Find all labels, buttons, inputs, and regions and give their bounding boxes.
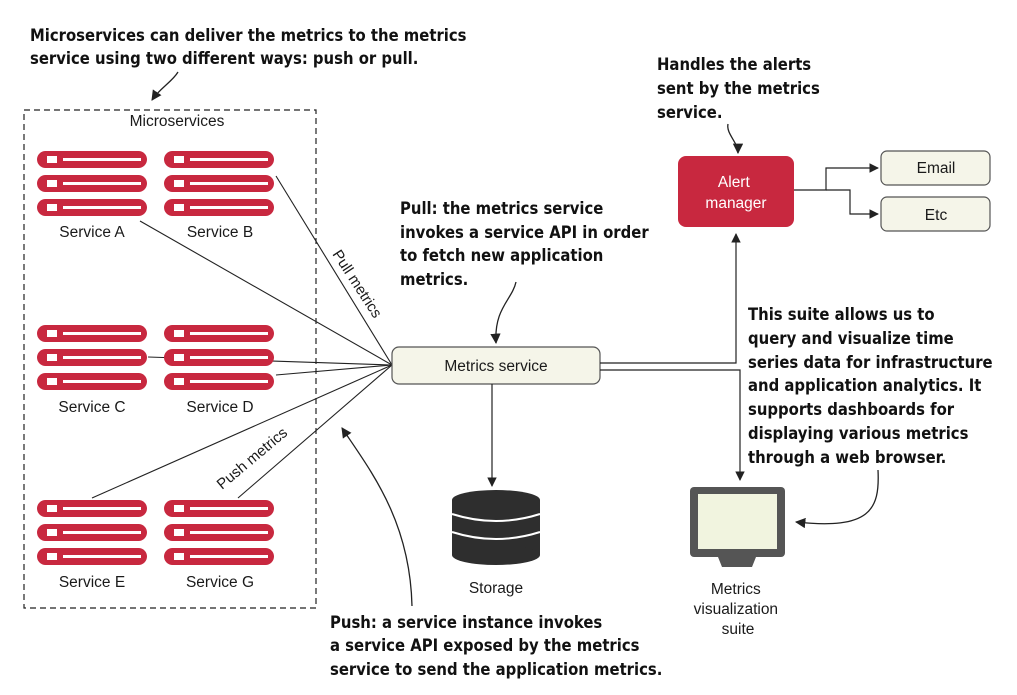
- email-box[interactable]: [880, 150, 991, 186]
- note-suite: This suite allows us to query and visual…: [748, 305, 998, 467]
- note-line: service.: [657, 103, 723, 122]
- line-service-g: [237, 364, 393, 499]
- note-line: Pull: the metrics service: [400, 199, 603, 218]
- callout-arrow-push: [341, 427, 413, 607]
- metrics-service-label: Metrics service: [444, 358, 547, 375]
- note-line: supports dashboards for: [748, 400, 955, 419]
- server-stack-icon: [37, 151, 147, 216]
- microservices-group: [23, 109, 317, 609]
- server-stack-icon: [37, 500, 147, 565]
- note-line: Microservices can deliver the metrics to…: [30, 26, 467, 45]
- line-service-d: [275, 364, 393, 376]
- metrics-service-box[interactable]: [391, 346, 601, 385]
- service-label: Service B: [187, 224, 253, 241]
- note-line: through a web browser.: [748, 448, 946, 467]
- note-line: to fetch new application: [400, 246, 603, 265]
- note-line: Push: a service instance invokes: [330, 613, 602, 632]
- pull-metrics-label: Pull metrics: [329, 247, 385, 321]
- service-label: Service D: [186, 399, 253, 416]
- note-line: service to send the application metrics.: [330, 660, 662, 679]
- push-metrics-label: Push metrics: [214, 424, 291, 493]
- alert-manager-box[interactable]: [678, 156, 794, 227]
- server-stack-icon: [37, 325, 147, 390]
- note-line: series data for infrastructure: [748, 353, 993, 372]
- note-alerts: Handles the alerts sent by the metrics s…: [657, 55, 825, 122]
- note-pull: Pull: the metrics service invokes a serv…: [400, 199, 654, 289]
- service-label: Service G: [186, 574, 254, 591]
- callout-arrow-top: [151, 71, 179, 101]
- alert-manager-label-line: manager: [705, 195, 766, 212]
- note-line: and application analytics. It: [748, 376, 981, 395]
- arrow-to-etc: [826, 189, 879, 219]
- callout-arrow-alerts: [727, 123, 744, 155]
- arrow-to-email: [794, 163, 879, 191]
- visualization-label-line: suite: [722, 621, 755, 638]
- etc-box[interactable]: [880, 196, 991, 232]
- etc-label: Etc: [925, 207, 948, 224]
- note-line: Handles the alerts: [657, 55, 811, 74]
- server-stack-icon: [164, 325, 274, 390]
- service-b[interactable]: Service B: [164, 151, 274, 241]
- monitor-icon: [690, 487, 785, 567]
- note-line: a service API exposed by the metrics: [330, 636, 640, 655]
- note-line: sent by the metrics: [657, 79, 820, 98]
- service-label: Service A: [59, 224, 125, 241]
- callout-arrow-pull: [490, 281, 517, 345]
- line-service-e: [91, 364, 393, 499]
- email-label: Email: [917, 160, 956, 177]
- microservices-group-label: Microservices: [130, 113, 225, 130]
- visualization-label: Metrics visualization suite: [694, 581, 783, 638]
- storage-label: Storage: [469, 580, 523, 597]
- service-d[interactable]: Service D: [164, 325, 274, 416]
- storage[interactable]: Storage: [451, 490, 541, 597]
- alert-manager-label: Alert manager: [705, 174, 766, 212]
- note-line: query and visualize time: [748, 329, 954, 348]
- note-line: displaying various metrics: [748, 424, 969, 443]
- note-line: invokes a service API in order: [400, 223, 649, 242]
- service-c[interactable]: Service C: [37, 325, 147, 416]
- alert-manager-label-line: Alert: [718, 174, 751, 191]
- callout-arrow-suite: [794, 469, 879, 529]
- arrow-to-alert-manager: [600, 233, 741, 364]
- note-push: Push: a service instance invokes a servi…: [330, 613, 662, 679]
- visualization-suite[interactable]: Metrics visualization suite: [690, 487, 785, 638]
- note-line: service using two different ways: push o…: [30, 49, 418, 68]
- service-g[interactable]: Service G: [164, 500, 274, 591]
- visualization-label-line: Metrics: [711, 581, 761, 598]
- note-push-pull: Microservices can deliver the metrics to…: [30, 26, 472, 68]
- service-e[interactable]: Service E: [37, 500, 147, 591]
- connection-lines: [91, 175, 393, 499]
- visualization-label-line: visualization: [694, 601, 778, 618]
- line-service-b: [275, 175, 393, 366]
- service-label: Service E: [59, 574, 125, 591]
- server-stack-icon: [164, 500, 274, 565]
- service-label: Service C: [58, 399, 125, 416]
- arrow-to-visualization: [600, 369, 745, 481]
- database-icon: [451, 490, 541, 565]
- line-service-a: [139, 220, 393, 366]
- server-stack-icon: [164, 151, 274, 216]
- note-line: metrics.: [400, 270, 468, 289]
- note-line: This suite allows us to: [748, 305, 935, 324]
- service-a[interactable]: Service A: [37, 151, 147, 241]
